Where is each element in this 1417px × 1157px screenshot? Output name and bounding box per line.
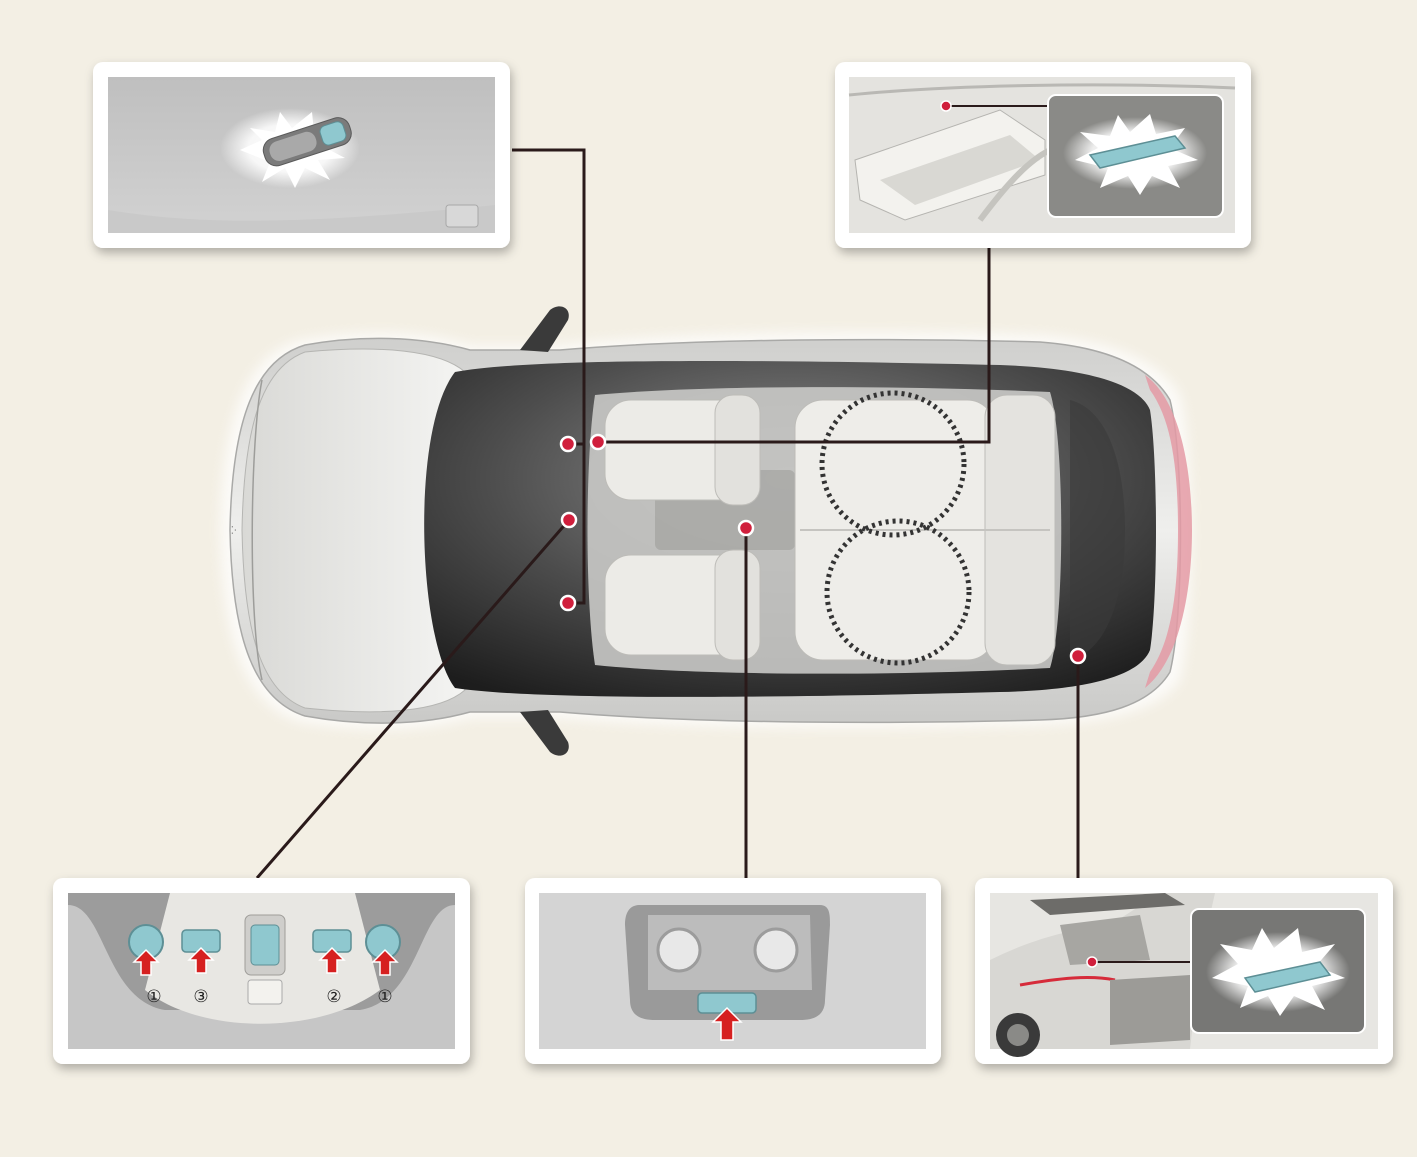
overhead-map-lamp-panel bbox=[93, 62, 510, 248]
reading-lamp-left bbox=[656, 927, 702, 973]
glove-box-lamp-panel bbox=[835, 62, 1251, 248]
map-lamp-left-button[interactable]: ① bbox=[128, 924, 164, 1007]
callout-dot bbox=[589, 433, 607, 451]
rear-room-lamp-button[interactable] bbox=[697, 992, 757, 1041]
reading-lamp-right bbox=[753, 927, 799, 973]
button-number-label: ③ bbox=[193, 987, 208, 1007]
door-lamp-button[interactable]: ② bbox=[312, 929, 352, 1007]
car-top-view: ·.· bbox=[220, 306, 1192, 756]
callout-dot bbox=[559, 594, 577, 612]
rear-seats bbox=[794, 394, 1056, 666]
room-lamp-button[interactable]: ③ bbox=[181, 929, 221, 1007]
button-number-label: ① bbox=[377, 987, 392, 1007]
cargo-lamp-icon bbox=[1190, 908, 1366, 1034]
button-number-label: ② bbox=[326, 987, 341, 1007]
map-lamp-icon bbox=[220, 108, 360, 188]
callout-dot bbox=[560, 511, 578, 529]
glove-box-lamp-icon bbox=[1047, 94, 1224, 218]
callout-dot bbox=[1069, 647, 1087, 665]
map-lamp-right-button[interactable]: ① bbox=[365, 924, 401, 1007]
button-number-label: ① bbox=[146, 987, 161, 1007]
overhead-console-panel: ① ③ ② ① bbox=[53, 878, 470, 1064]
callout-dot bbox=[737, 519, 755, 537]
cargo-lamp-panel bbox=[975, 878, 1393, 1064]
callout-dot bbox=[559, 435, 577, 453]
svg-text:·.·: ·.· bbox=[228, 525, 239, 535]
rear-room-lamp-panel bbox=[525, 878, 941, 1064]
front-seats bbox=[604, 394, 761, 661]
rear-lamp-zone-marker bbox=[824, 518, 972, 666]
rear-lamp-zone-marker bbox=[819, 390, 967, 538]
